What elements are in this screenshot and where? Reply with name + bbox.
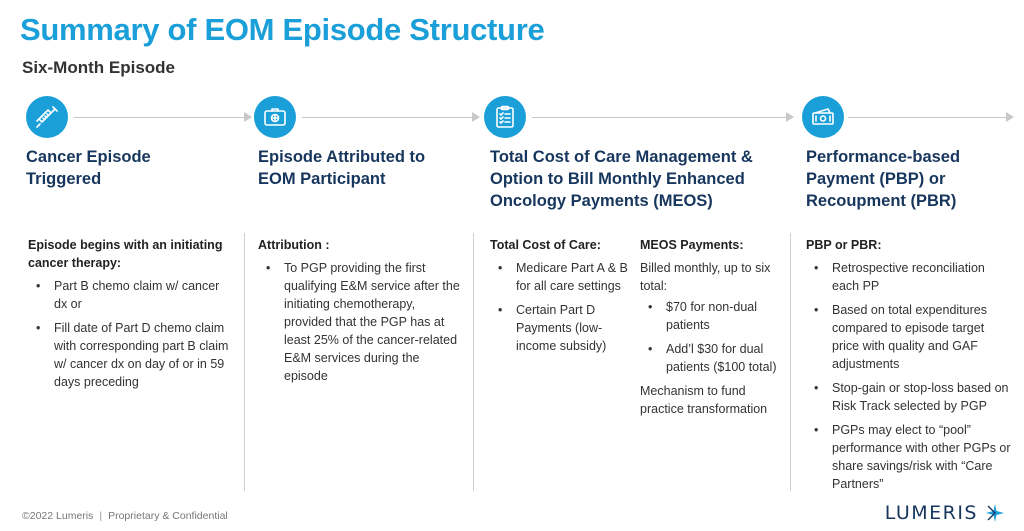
timeline-connector [302,117,472,118]
timeline-arrow [472,112,480,122]
star-logo-icon [986,504,1004,522]
clipboard-checklist-icon [484,96,526,138]
bullet-list: Retrospective reconciliation each PP Bas… [806,259,1011,493]
timeline-connector [848,117,1006,118]
footer-separator: | [99,510,103,522]
list-item: $70 for non-dual patients [640,298,780,334]
timeline-arrow [786,112,794,122]
list-item: Part B chemo claim w/ cancer dx or [28,277,233,313]
bullet-list: To PGP providing the first qualifying E&… [258,259,463,385]
list-item: Based on total expenditures compared to … [806,301,1011,373]
logo-text: LUMERIS [884,502,978,524]
confidential-notice: Proprietary & Confidential [108,510,228,522]
col-heading: Attribution : [258,238,330,252]
syringe-icon [26,96,68,138]
list-item: Add’l $30 for dual patients ($100 total) [640,340,780,376]
lumeris-logo: LUMERIS [885,502,1006,524]
list-item: Stop-gain or stop-loss based on Risk Tra… [806,379,1011,415]
step-title-total-cost-meos: Total Cost of Care Management &Option to… [490,148,753,210]
page-subtitle: Six-Month Episode [22,58,175,77]
list-item: Certain Part D Payments (low-income subs… [490,301,628,355]
col-heading: Total Cost of Care: [490,238,601,252]
timeline-arrow [244,112,252,122]
col-attribution-details: Attribution : To PGP providing the first… [258,236,463,391]
list-item: To PGP providing the first qualifying E&… [258,259,463,385]
meos-outro: Mechanism to fund practice transformatio… [640,384,768,416]
col-pbp-pbr-details: PBP or PBR: Retrospective reconciliation… [806,236,1011,499]
money-icon [802,96,844,138]
list-item: Retrospective reconciliation each PP [806,259,1011,295]
copyright-text: ©2022 Lumeris [22,510,94,522]
col-meos-details: MEOS Payments: Billed monthly, up to six… [640,236,780,421]
list-item: Medicare Part A & B for all care setting… [490,259,628,295]
list-item: PGPs may elect to “pool” performance wit… [806,421,1011,493]
col-heading: MEOS Payments: [640,238,744,252]
medical-kit-icon [254,96,296,138]
col-heading: PBP or PBR: [806,238,882,252]
timeline-connector [532,117,786,118]
timeline-connector [74,117,244,118]
col-heading: Episode begins with an initiating cancer… [28,238,223,270]
col-cancer-episode-details: Episode begins with an initiating cancer… [28,236,233,397]
column-divider [473,233,474,491]
list-item: Fill date of Part D chemo claim with cor… [28,319,233,391]
col-total-cost-details: Total Cost of Care: Medicare Part A & B … [490,236,628,361]
bullet-list: Part B chemo claim w/ cancer dx or Fill … [28,277,233,391]
meos-intro: Billed monthly, up to six total: [640,261,771,293]
bullet-list: $70 for non-dual patients Add’l $30 for … [640,298,780,376]
bullet-list: Medicare Part A & B for all care setting… [490,259,628,355]
timeline-arrow [1006,112,1014,122]
column-divider [244,233,245,491]
footer: ©2022 Lumeris | Proprietary & Confidential [22,510,228,522]
page-title: Summary of EOM Episode Structure [20,12,545,47]
column-divider [790,233,791,491]
